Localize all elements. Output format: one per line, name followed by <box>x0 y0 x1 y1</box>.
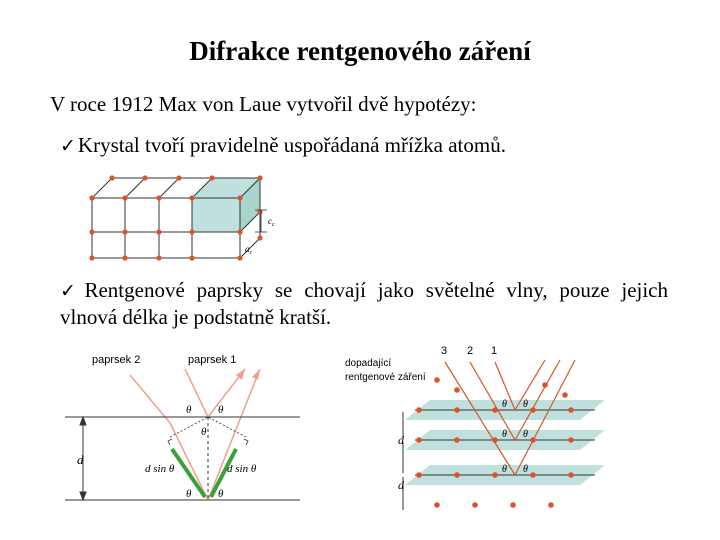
theta-label: θ <box>186 488 192 500</box>
crystal-lattice-diagram: cc ac <box>89 175 275 261</box>
path-difference-segments <box>170 447 238 499</box>
d-sin-theta-label: d sin θ <box>145 463 175 475</box>
theta-label: θ <box>502 464 507 475</box>
dimension-marks <box>255 209 267 233</box>
theta-label: θ <box>502 399 507 410</box>
bragg-reflection-diagram: paprsek 2 paprsek 1 d θ θ θ θ θ d sin θ … <box>65 354 300 502</box>
bullet-crystal: ✓Krystal tvoří pravidelně uspořádaná mří… <box>60 133 506 158</box>
bullet-xrays-text: Rentgenové paprsky se chovají jako světe… <box>60 278 669 329</box>
d-arrow <box>79 415 87 502</box>
lattice-atoms <box>416 377 574 508</box>
lattice-label-c: cc <box>268 216 275 228</box>
theta-label: θ <box>523 399 528 410</box>
spacing-label-d: d <box>77 452 84 467</box>
plane-lines <box>415 409 595 476</box>
perpendicular-marks <box>167 416 249 446</box>
lattice-label-a: ac <box>245 244 253 256</box>
incident-label-line1: dopadající <box>345 358 391 369</box>
theta-label: θ <box>523 464 528 475</box>
theta-label: θ <box>502 429 507 440</box>
unit-cell-front <box>192 198 240 232</box>
theta-label: θ <box>218 404 224 416</box>
lattice-lines <box>91 177 261 259</box>
spacing-label-d: d <box>398 478 405 492</box>
ray-number-1: 1 <box>491 345 497 357</box>
theta-label: θ <box>218 488 224 500</box>
ray1-label: paprsek 1 <box>188 354 236 366</box>
theta-label: θ <box>186 404 192 416</box>
spacing-label-d: d <box>398 433 405 447</box>
ray2-label: paprsek 2 <box>92 354 140 366</box>
unit-cell-side <box>240 178 260 232</box>
ray-arrows <box>236 369 260 380</box>
crystal-planes-diagram: dopadající rentgenové záření 3 2 1 θ θ θ… <box>345 345 605 510</box>
unit-cell-top <box>192 178 260 198</box>
d-sin-theta-label: d sin θ <box>227 463 257 475</box>
incident-label-line2: rentgenové záření <box>345 372 426 383</box>
ray-number-3: 3 <box>441 345 447 357</box>
theta-label: θ <box>201 426 207 438</box>
bullet-crystal-text: Krystal tvoří pravidelně uspořádaná mříž… <box>77 133 506 157</box>
theta-label: θ <box>523 429 528 440</box>
lattice-atoms <box>89 175 263 261</box>
checkmark-icon: ✓ <box>60 135 76 157</box>
incident-rays <box>444 359 576 476</box>
bullet-xrays: ✓Rentgenové paprsky se chovají jako svět… <box>60 277 668 330</box>
slide-title: Difrakce rentgenového záření <box>189 36 531 66</box>
intro-text: V roce 1912 Max von Laue vytvořil dvě hy… <box>50 92 477 116</box>
ray-number-2: 2 <box>467 345 473 357</box>
checkmark-icon: ✓ <box>60 280 83 302</box>
